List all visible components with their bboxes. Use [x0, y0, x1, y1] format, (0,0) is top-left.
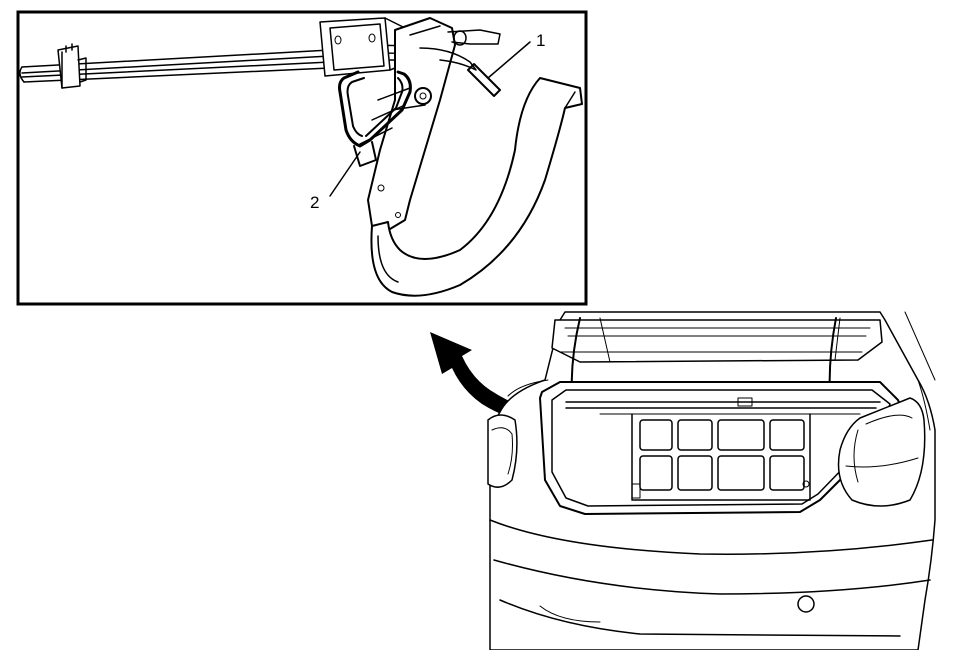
detail-frame — [16, 10, 588, 306]
trunk-lid — [551, 317, 883, 363]
callout-1: 1 — [487, 31, 545, 79]
hinge-bracket — [319, 17, 411, 77]
detail-inset: 1 2 — [16, 10, 588, 306]
rear-bumper — [489, 519, 933, 637]
hinge-pivot — [414, 29, 501, 105]
hinge-arm — [367, 17, 583, 297]
cargo-panel — [631, 397, 811, 501]
vehicle-rear-view — [487, 311, 936, 650]
left-tail-lamp — [487, 414, 518, 488]
right-tail-lamp — [802, 397, 926, 507]
spring-tool — [338, 70, 412, 167]
tool-handle — [419, 47, 501, 97]
callout-1-label: 1 — [536, 31, 545, 50]
callout-2: 2 — [310, 151, 361, 212]
callout-2-label: 2 — [310, 193, 319, 212]
rod-clip — [57, 43, 87, 89]
